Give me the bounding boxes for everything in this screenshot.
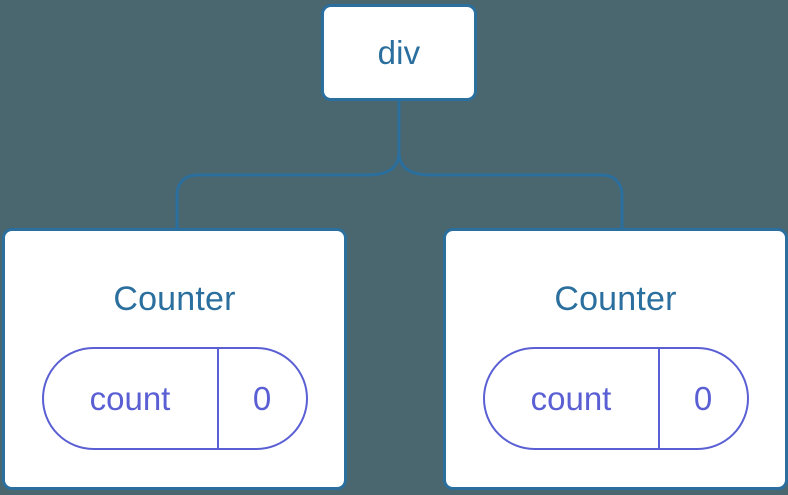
connector-branch-right — [397, 150, 624, 230]
state-key-0: count — [44, 349, 219, 448]
node-counter-0-label: Counter — [113, 280, 236, 318]
state-pill-1[interactable]: count 0 — [482, 347, 749, 450]
node-counter-0[interactable]: Counter count 0 — [2, 228, 347, 490]
node-div-label: div — [377, 34, 421, 71]
state-value-0: 0 — [252, 380, 272, 417]
state-value-1: 0 — [693, 380, 713, 417]
connector-branch-left — [175, 150, 401, 230]
node-counter-1[interactable]: Counter count 0 — [443, 228, 788, 490]
node-div[interactable]: div — [321, 4, 477, 101]
node-counter-1-label: Counter — [554, 280, 677, 318]
state-pill-0[interactable]: count 0 — [41, 347, 308, 450]
state-key-1: count — [485, 349, 660, 448]
